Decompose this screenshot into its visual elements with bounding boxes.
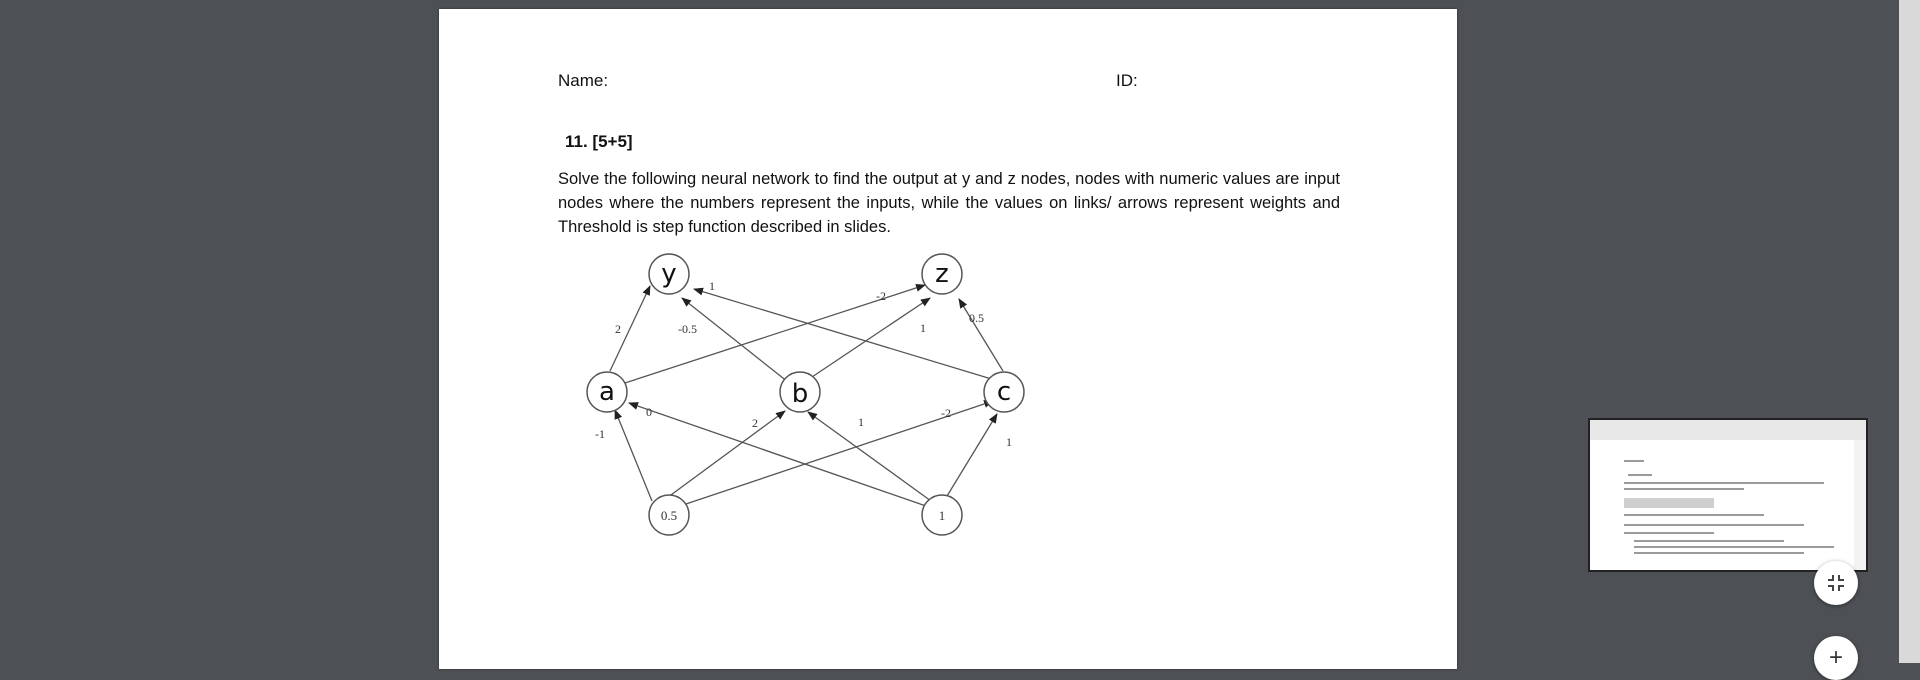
weight-c-y: 1 xyxy=(709,279,715,293)
edge-in1-b xyxy=(659,410,786,504)
node-a-label: a xyxy=(599,377,615,407)
thumbnail-line xyxy=(1634,552,1804,554)
weight-a-z: -2 xyxy=(876,289,886,303)
thumbnail-toolbar xyxy=(1590,420,1866,440)
thumbnail-line xyxy=(1634,546,1834,548)
thumbnail-line xyxy=(1624,460,1644,462)
collapse-icon xyxy=(1828,575,1844,591)
weight-a-y: 2 xyxy=(615,322,621,336)
weight-in1-b: 2 xyxy=(752,416,758,430)
edge-b-z xyxy=(805,297,931,382)
node-z-circle xyxy=(921,253,963,295)
collapse-button[interactable] xyxy=(1814,561,1858,605)
node-input-2-label: 1 xyxy=(939,508,946,523)
weight-c-z: 0.5 xyxy=(969,311,984,325)
edge-c-y xyxy=(693,287,1009,385)
id-label: ID: xyxy=(1116,71,1138,90)
thumbnail-line xyxy=(1624,532,1714,534)
edge-in2-b xyxy=(807,411,932,502)
edge-a-z xyxy=(624,283,926,384)
edge-in2-c xyxy=(943,413,998,502)
zoom-in-button[interactable]: + xyxy=(1814,636,1858,680)
node-y-label: y xyxy=(661,259,676,289)
edge-b-y xyxy=(681,297,789,383)
node-input-1-circle xyxy=(648,494,690,536)
edge-c-z xyxy=(958,298,1004,372)
weight-b-y: -0.5 xyxy=(678,322,697,336)
name-label: Name: xyxy=(558,71,609,90)
neural-network-diagram: 2 1 -0.5 -2 1 0.5 0 -1 2 1 -2 1 y z a b xyxy=(586,253,1025,536)
node-a-circle xyxy=(586,371,628,413)
weight-in2-c: 1 xyxy=(1006,435,1012,449)
thumbnail-line xyxy=(1628,474,1652,476)
node-input-1-label: 0.5 xyxy=(661,508,677,523)
thumbnail-line xyxy=(1624,482,1824,484)
thumbnail-sidebar xyxy=(1854,440,1866,570)
document-page: Name: ID: 11. [5+5] Solve the following … xyxy=(439,9,1457,669)
question-text: Solve the following neural network to fi… xyxy=(558,170,1340,236)
plus-icon: + xyxy=(1828,644,1843,671)
node-z-label: z xyxy=(935,259,949,289)
node-b-circle xyxy=(779,371,821,413)
edge-in1-a xyxy=(614,409,653,502)
weight-b-z: 1 xyxy=(920,321,926,335)
weight-in1-a: -1 xyxy=(595,427,605,441)
thumbnail-line xyxy=(1624,488,1744,490)
edge-in1-c xyxy=(670,400,994,510)
node-c-label: c xyxy=(997,377,1011,407)
weight-in1-c: -2 xyxy=(941,406,951,420)
thumbnail-line xyxy=(1624,524,1804,526)
question-number: 11. [5+5] xyxy=(565,132,633,151)
thumbnail-line xyxy=(1624,498,1714,508)
node-b-label: b xyxy=(792,379,809,409)
page-thumbnail-preview[interactable] xyxy=(1588,418,1868,572)
node-input-2-circle xyxy=(921,494,963,536)
vertical-scrollbar[interactable] xyxy=(1899,0,1920,663)
thumbnail-line xyxy=(1624,514,1764,516)
weight-in2-a: 0 xyxy=(646,405,652,419)
edge-a-y xyxy=(609,285,651,372)
weight-in2-b: 1 xyxy=(858,415,864,429)
node-y-circle xyxy=(648,253,690,295)
node-c-circle xyxy=(983,371,1025,413)
edge-in2-a xyxy=(628,402,927,507)
thumbnail-line xyxy=(1634,540,1784,542)
